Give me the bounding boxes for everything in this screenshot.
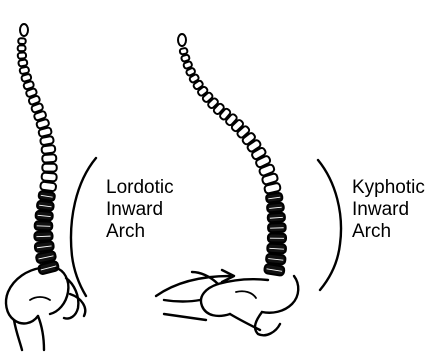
kyphotic-label-line-2: Inward [352, 199, 425, 221]
vertebra-texture [36, 236, 50, 237]
vertebra [41, 145, 55, 154]
kyphotic-label: Kyphotic Inward Arch [352, 177, 425, 243]
lordotic-label: Lordotic Inward Arch [106, 177, 174, 243]
vertebra [18, 45, 26, 51]
vertebra [179, 48, 187, 55]
kyphotic-label-line-1: Kyphotic [352, 177, 425, 199]
vertebra [42, 164, 56, 172]
kyphotic-label-line-3: Arch [352, 221, 425, 243]
vertebra [18, 52, 27, 59]
kyphotic-arch-bracket [318, 160, 341, 290]
vertebra-tip [178, 34, 186, 46]
vertebra [18, 59, 27, 66]
vertebra-texture [37, 226, 51, 227]
vertebra [42, 154, 56, 162]
lordotic-spine [18, 24, 60, 275]
vertebra [40, 136, 54, 146]
lordotic-label-line-1: Lordotic [106, 177, 174, 199]
lordotic-label-line-3: Arch [106, 221, 174, 243]
vertebra-tip [20, 24, 28, 36]
lordotic-pelvis [6, 268, 85, 350]
kyphotic-spine [178, 34, 286, 276]
vertebra [18, 38, 26, 44]
rotation-arrow [156, 270, 234, 296]
vertebra [40, 181, 56, 191]
vertebra [41, 173, 56, 182]
lordotic-label-line-2: Inward [106, 199, 174, 221]
lordotic-arch-bracket [71, 158, 96, 296]
